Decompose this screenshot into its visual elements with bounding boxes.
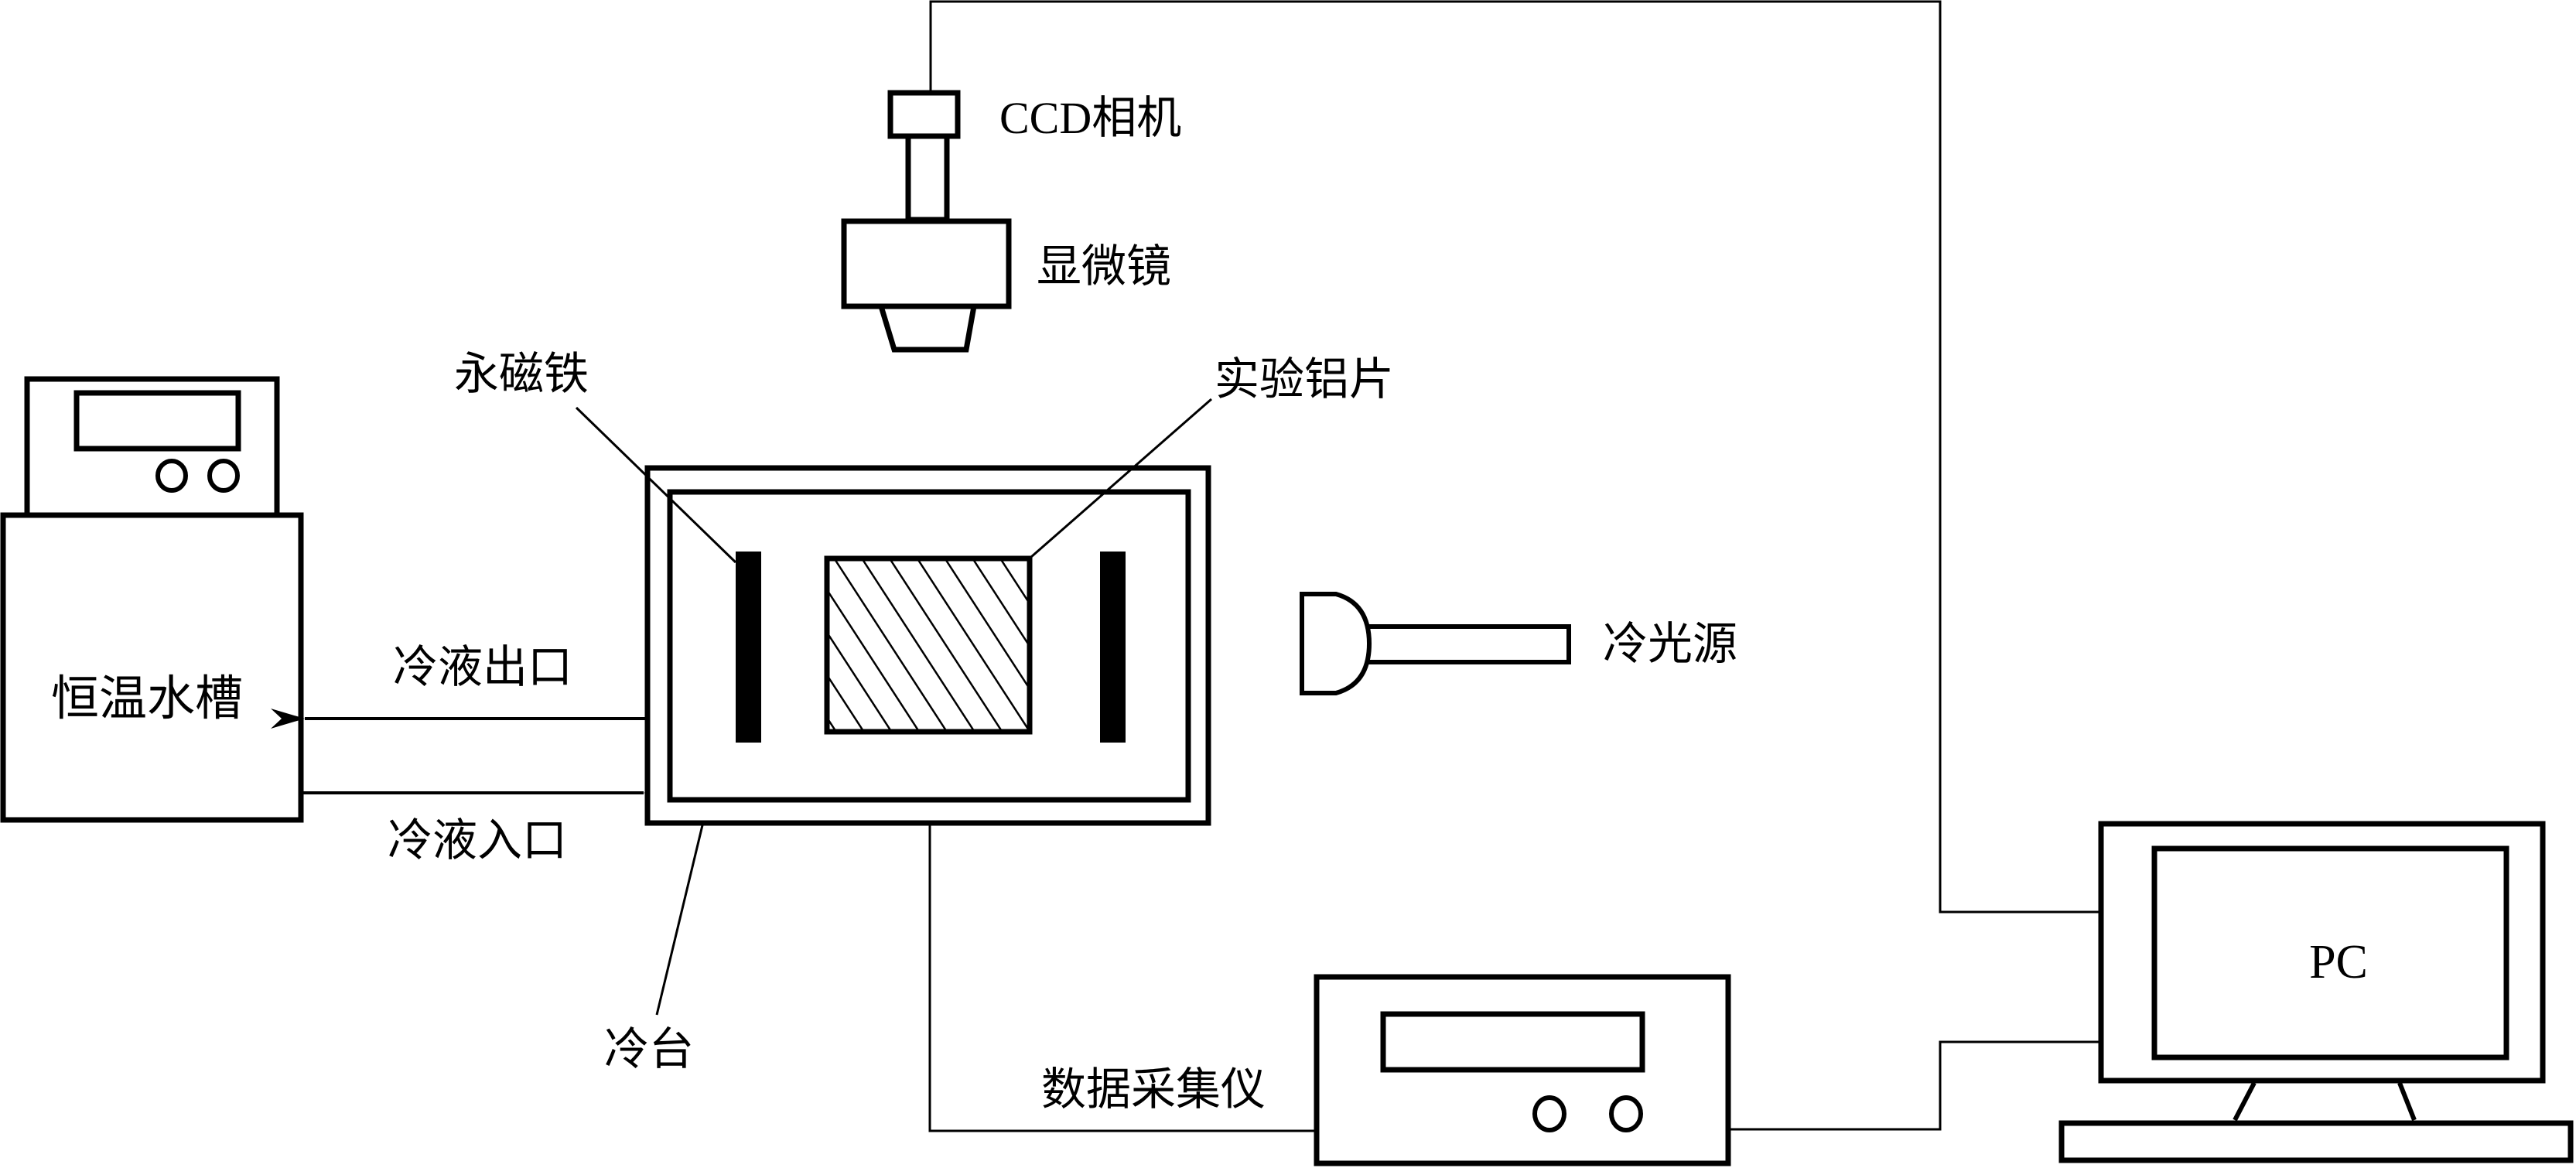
- thermostatic-bath: [0, 376, 304, 823]
- pc-screen: [2151, 845, 2509, 1060]
- pc-stand-right: [2397, 1081, 2417, 1122]
- pc-stand-left: [2233, 1081, 2257, 1122]
- logger-knob-1: [1532, 1095, 1566, 1132]
- bath-tank: [0, 512, 304, 823]
- data-logger-display: [1380, 1011, 1645, 1073]
- logger-to-pc-cable: [1730, 1040, 2099, 1131]
- stage-to-logger-cable: [928, 825, 1314, 1132]
- magnet-right: [1100, 552, 1126, 743]
- logger-knob-2: [1609, 1095, 1643, 1132]
- sample-callout: [1030, 398, 1212, 558]
- ccd-camera-body: [887, 90, 961, 139]
- aluminum-sample-outline: [824, 555, 1033, 735]
- aluminum-sample-label: 实验铝片: [1215, 354, 1394, 405]
- data-logger-label: 数据采集仪: [1041, 1064, 1266, 1115]
- pc-keyboard-base: [2058, 1120, 2574, 1163]
- microscope: [841, 218, 1012, 353]
- magnet-left: [736, 552, 761, 743]
- camera-tube: [905, 133, 950, 223]
- wiring: [928, 0, 2099, 1132]
- aluminum-sample: [824, 555, 1033, 735]
- ccd-camera: [887, 90, 961, 223]
- cold-light-source-label: 冷光源: [1603, 619, 1737, 669]
- cold-stage-label: 冷台: [604, 1024, 694, 1074]
- permanent-magnet-label: 永磁铁: [454, 349, 589, 399]
- microscope-body: [841, 218, 1012, 309]
- coolant-outlet-label: 冷液出口: [393, 642, 572, 692]
- microscope-objective: [877, 303, 978, 353]
- cold-light-source: [1300, 592, 1571, 695]
- pc: [2058, 821, 2574, 1163]
- cold-stage-callout: [655, 825, 704, 1016]
- bath-knob-1: [155, 459, 188, 493]
- coolant-lines: [271, 709, 678, 803]
- bath-display: [73, 390, 241, 452]
- aluminum-sample-hatch: [827, 558, 1030, 732]
- light-guide-tube: [1361, 624, 1571, 664]
- bath-knob-2: [207, 459, 240, 493]
- callouts: [575, 398, 1212, 1016]
- camera-to-pc-cable: [929, 0, 2099, 914]
- magnet-callout: [575, 406, 737, 564]
- light-head: [1300, 592, 1372, 695]
- thermostatic-bath-label: 恒温水槽: [51, 673, 243, 726]
- microscope-label: 显微镜: [1037, 241, 1171, 292]
- coolant-inlet-label: 冷液入口: [388, 815, 567, 866]
- ccd-camera-label: CCD相机: [999, 93, 1181, 143]
- data-logger: [1314, 974, 1731, 1166]
- pc-label: PC: [2309, 936, 2368, 989]
